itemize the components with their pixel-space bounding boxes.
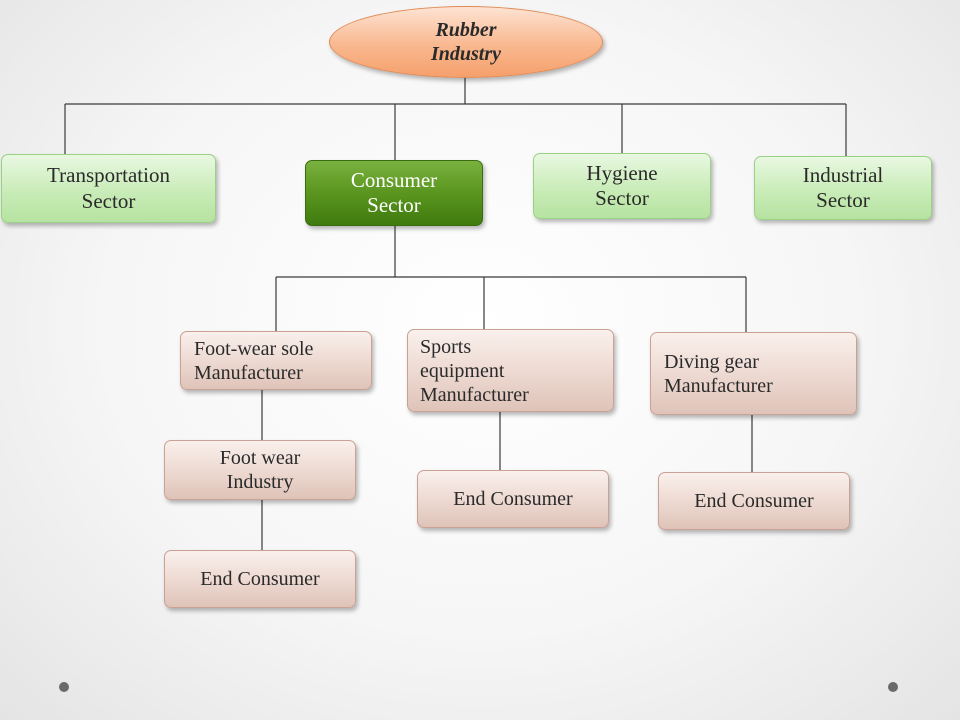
footwear-industry-node[interactable]: Foot wear Industry [164, 440, 356, 500]
sports-equipment-manufacturer-node[interactable]: Sports equipment Manufacturer [407, 329, 614, 412]
sports-equipment-manufacturer-label: Sports equipment Manufacturer [420, 335, 529, 406]
slide-dot-right [888, 682, 898, 692]
industrial-sector-node[interactable]: Industrial Sector [754, 156, 932, 220]
end-consumer-diving-node[interactable]: End Consumer [658, 472, 850, 530]
end-consumer-footwear-node[interactable]: End Consumer [164, 550, 356, 608]
rubber-industry-label: Rubber Industry [430, 19, 502, 65]
slide-dot-left [59, 682, 69, 692]
footwear-sole-manufacturer-label: Foot-wear sole Manufacturer [194, 337, 314, 384]
transportation-sector-node[interactable]: Transportation Sector [1, 154, 216, 223]
end-consumer-diving-label: End Consumer [694, 490, 814, 512]
hygiene-sector-node[interactable]: Hygiene Sector [533, 153, 711, 219]
diving-gear-manufacturer-node[interactable]: Diving gear Manufacturer [650, 332, 857, 415]
industrial-sector-label: Industrial Sector [802, 162, 884, 212]
hygiene-sector-label: Hygiene Sector [586, 160, 658, 210]
end-consumer-sports-node[interactable]: End Consumer [417, 470, 609, 528]
footwear-industry-label: Foot wear Industry [219, 447, 301, 493]
end-consumer-footwear-label: End Consumer [200, 568, 320, 590]
diving-gear-manufacturer-label: Diving gear Manufacturer [664, 350, 773, 397]
rubber-industry-node[interactable]: Rubber Industry [329, 6, 603, 78]
footwear-sole-manufacturer-node[interactable]: Foot-wear sole Manufacturer [180, 331, 372, 390]
transportation-sector-label: Transportation Sector [47, 163, 170, 213]
consumer-sector-node[interactable]: Consumer Sector [305, 160, 483, 226]
consumer-sector-label: Consumer Sector [350, 167, 438, 217]
end-consumer-sports-label: End Consumer [453, 488, 573, 510]
